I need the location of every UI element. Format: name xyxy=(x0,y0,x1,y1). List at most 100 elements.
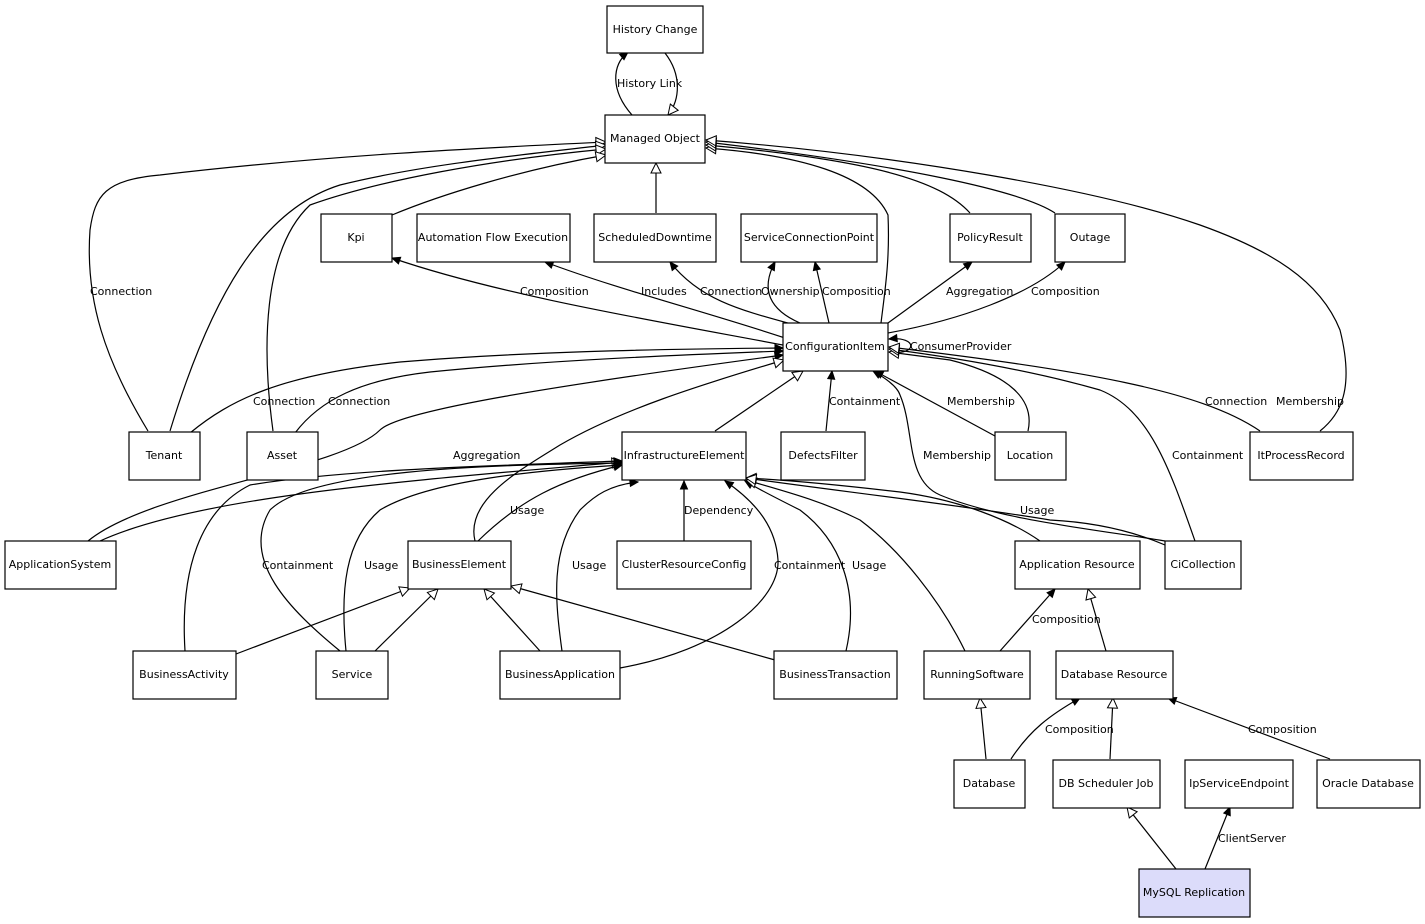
edge-it-process-record-membership-managed-object: Membership xyxy=(704,135,1347,432)
node-label: IpServiceEndpoint xyxy=(1189,777,1290,790)
edge-label: Membership xyxy=(1276,395,1344,408)
node-label: Kpi xyxy=(347,231,364,244)
edge-label: Aggregation xyxy=(946,285,1013,298)
edge-label: ClientServer xyxy=(1218,832,1286,845)
node-it-process-record[interactable]: ItProcessRecord xyxy=(1249,431,1354,481)
edge-label: Ownership xyxy=(761,285,820,298)
node-running-software[interactable]: RunningSoftware xyxy=(923,650,1031,700)
node-label: BusinessTransaction xyxy=(779,668,890,681)
edge-business-transaction-usage-infrastructure: Usage xyxy=(745,481,887,652)
node-database[interactable]: Database xyxy=(953,759,1026,809)
edge-database-composition-database-resource: Composition xyxy=(1010,698,1114,760)
node-label: PolicyResult xyxy=(957,231,1023,244)
node-service-connection-point[interactable]: ServiceConnectionPoint xyxy=(740,213,878,263)
node-history-change[interactable]: History Change xyxy=(606,5,704,54)
node-label: InfrastructureElement xyxy=(624,449,745,462)
edge-service-containment-infrastructure: Containment xyxy=(260,463,622,652)
edge-label: Aggregation xyxy=(453,449,520,462)
edge-label: Containment xyxy=(829,395,901,408)
node-service[interactable]: Service xyxy=(315,650,389,700)
edge-asset-connection-ci: Connection xyxy=(294,351,783,434)
node-outage[interactable]: Outage xyxy=(1054,213,1126,263)
edge-location-to-ci xyxy=(887,347,1030,432)
node-managed-object[interactable]: Managed Object xyxy=(604,114,706,164)
node-tenant[interactable]: Tenant xyxy=(128,431,201,481)
node-application-resource[interactable]: Application Resource xyxy=(1014,540,1141,590)
edge-database-to-running-software xyxy=(975,696,987,760)
node-infrastructure-element[interactable]: InfrastructureElement xyxy=(621,431,747,481)
node-ip-service-endpoint[interactable]: IpServiceEndpoint xyxy=(1184,759,1294,809)
edge-cluster-resource-config-dependency: Dependency xyxy=(684,481,754,541)
node-ci-collection[interactable]: CiCollection xyxy=(1164,540,1242,590)
node-label: ApplicationSystem xyxy=(9,558,111,571)
node-automation-flow-execution[interactable]: Automation Flow Execution xyxy=(416,213,571,263)
node-label: Service xyxy=(332,668,373,681)
edge-running-software-to-infrastructure xyxy=(744,477,966,652)
edge-application-resource-to-infrastructure xyxy=(744,472,1041,542)
node-label: Managed Object xyxy=(610,132,701,145)
node-business-element[interactable]: BusinessElement xyxy=(407,540,512,590)
edge-business-element-usage-infrastructure: Usage xyxy=(477,465,622,542)
edge-label: Composition xyxy=(822,285,891,298)
node-business-application[interactable]: BusinessApplication xyxy=(499,650,621,700)
edge-infrastructure-element-to-ci xyxy=(714,370,804,432)
node-cluster-resource-config[interactable]: ClusterResourceConfig xyxy=(616,540,752,590)
node-label: DefectsFilter xyxy=(788,449,858,462)
edge-mysql-replication-clientserver-ip-service-endpoint: ClientServer xyxy=(1204,807,1286,870)
node-label: Tenant xyxy=(145,449,183,462)
node-label: BusinessActivity xyxy=(139,668,229,681)
edge-label: Composition xyxy=(520,285,589,298)
node-label: Database xyxy=(963,777,1016,790)
node-label: Asset xyxy=(267,449,298,462)
edge-business-application-to-business-element xyxy=(483,588,541,652)
node-label: CiCollection xyxy=(1170,558,1235,571)
edge-policy-result-to-managed-object xyxy=(704,140,971,214)
node-label: BusinessApplication xyxy=(505,668,615,681)
edge-label: Containment xyxy=(262,559,334,572)
edge-label: Includes xyxy=(641,285,687,298)
node-db-scheduler-job[interactable]: DB Scheduler Job xyxy=(1052,759,1161,809)
node-location[interactable]: Location xyxy=(994,431,1067,481)
edge-business-element-to-ci xyxy=(473,357,786,542)
node-application-system[interactable]: ApplicationSystem xyxy=(4,540,117,590)
edge-label: Composition xyxy=(1045,723,1114,736)
node-policy-result[interactable]: PolicyResult xyxy=(949,213,1032,263)
edge-oracle-database-composition-database-resource: Composition xyxy=(1168,698,1331,760)
edge-business-application-containment-infrastructure: Containment xyxy=(619,481,846,669)
edge-outage-to-managed-object xyxy=(704,137,1056,214)
edge-label: Usage xyxy=(572,559,607,572)
node-label: ServiceConnectionPoint xyxy=(744,231,875,244)
edge-label: History Link xyxy=(617,77,683,90)
edge-label: Connection xyxy=(253,395,315,408)
edge-label: Dependency xyxy=(684,504,754,517)
edge-label: Connection xyxy=(328,395,390,408)
node-label: BusinessElement xyxy=(412,558,507,571)
edge-db-scheduler-job-to-database-resource xyxy=(1106,696,1119,760)
edge-label: Usage xyxy=(510,504,545,517)
node-configuration-item[interactable]: ConfigurationItem xyxy=(782,322,889,372)
node-label: ConfigurationItem xyxy=(785,340,885,353)
node-business-activity[interactable]: BusinessActivity xyxy=(132,650,237,700)
node-label: Outage xyxy=(1070,231,1111,244)
node-kpi[interactable]: Kpi xyxy=(320,213,393,263)
node-label: ScheduledDowntime xyxy=(598,231,712,244)
edge-label: Composition xyxy=(1248,723,1317,736)
edge-label: Membership xyxy=(947,395,1015,408)
node-business-transaction[interactable]: BusinessTransaction xyxy=(773,650,898,700)
node-database-resource[interactable]: Database Resource xyxy=(1055,650,1174,700)
edge-label: Usage xyxy=(852,559,887,572)
edge-asset-to-managed-object xyxy=(266,144,608,432)
node-oracle-database[interactable]: Oracle Database xyxy=(1316,759,1421,809)
node-label: Oracle Database xyxy=(1322,777,1414,790)
node-label: ClusterResourceConfig xyxy=(622,558,747,571)
node-asset[interactable]: Asset xyxy=(246,431,319,481)
edge-service-to-business-element xyxy=(374,588,439,652)
node-scheduled-downtime[interactable]: ScheduledDowntime xyxy=(593,213,717,263)
edge-composition-outage: Composition xyxy=(887,262,1100,334)
edge-history-link: History Link xyxy=(615,52,683,116)
edge-kpi-to-managed-object xyxy=(391,151,608,216)
node-mysql-replication[interactable]: MySQL Replication xyxy=(1138,868,1251,918)
node-label: Application Resource xyxy=(1019,558,1135,571)
node-defects-filter[interactable]: DefectsFilter xyxy=(780,431,866,481)
node-label: ItProcessRecord xyxy=(1257,449,1344,462)
